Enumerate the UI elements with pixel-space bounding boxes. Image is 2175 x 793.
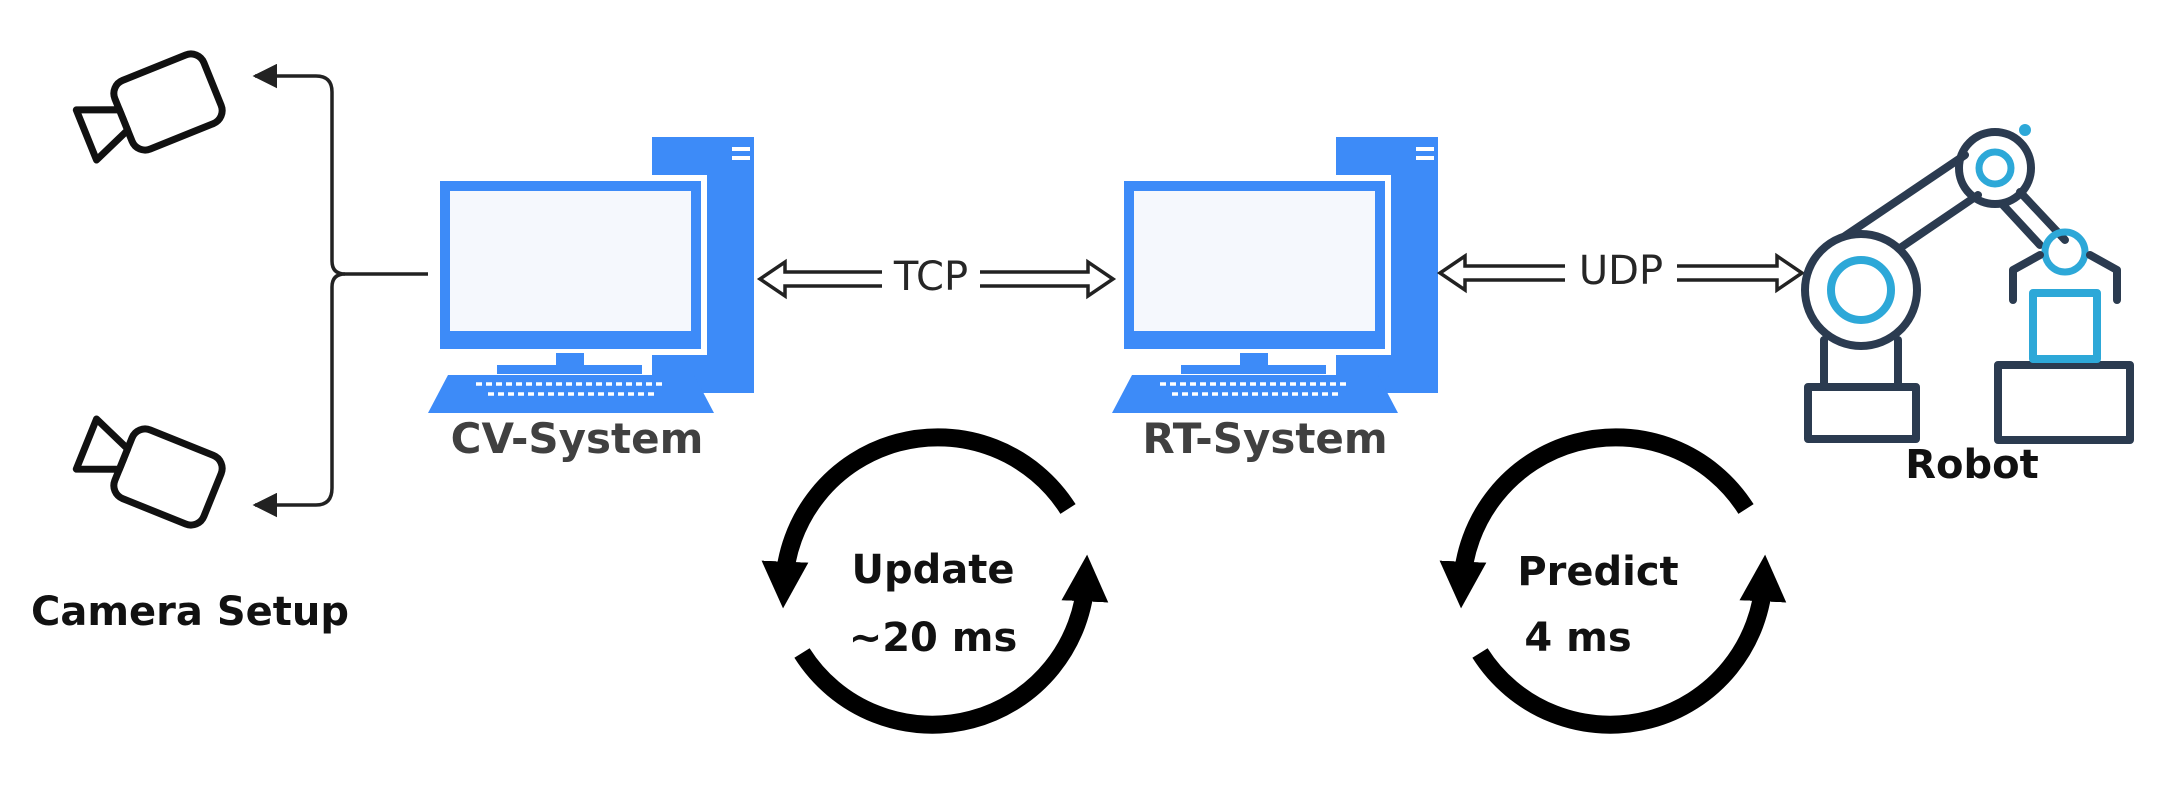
update-cycle: Update ~20 ms — [761, 428, 1109, 734]
predict-cycle: Predict 4 ms — [1439, 428, 1787, 734]
udp-link: UDP — [1436, 248, 1806, 294]
udp-label: UDP — [1579, 248, 1663, 294]
cv-system-label: CV-System — [451, 414, 704, 463]
rt-system: RT-System — [1110, 135, 1440, 463]
camera-setup-label: Camera Setup — [31, 589, 349, 635]
desktop-computer-icon — [426, 135, 756, 415]
video-camera-icon — [73, 50, 227, 170]
update-cycle-title: Update — [852, 547, 1015, 593]
cv-system: CV-System — [426, 135, 756, 463]
tcp-label: TCP — [893, 254, 968, 300]
cycle-arrows-icon — [761, 428, 1109, 734]
video-camera-icon — [73, 410, 227, 530]
desktop-computer-icon — [1110, 135, 1440, 415]
camera-setup: Camera Setup — [31, 50, 428, 635]
robot-label: Robot — [1905, 442, 2039, 488]
predict-cycle-title: Predict — [1517, 549, 1678, 595]
camera-connector — [252, 272, 346, 518]
camera-connector — [252, 63, 428, 276]
cycle-arrows-icon — [1439, 428, 1787, 734]
robot-arm-icon — [1801, 124, 2134, 444]
update-cycle-period: ~20 ms — [849, 615, 1018, 661]
robot: Robot — [1801, 124, 2134, 488]
predict-cycle-period: 4 ms — [1524, 615, 1631, 661]
double-arrow-icon — [756, 258, 1117, 300]
tcp-link: TCP — [756, 254, 1117, 300]
rt-system-label: RT-System — [1142, 414, 1387, 463]
double-arrow-icon — [1436, 252, 1806, 294]
